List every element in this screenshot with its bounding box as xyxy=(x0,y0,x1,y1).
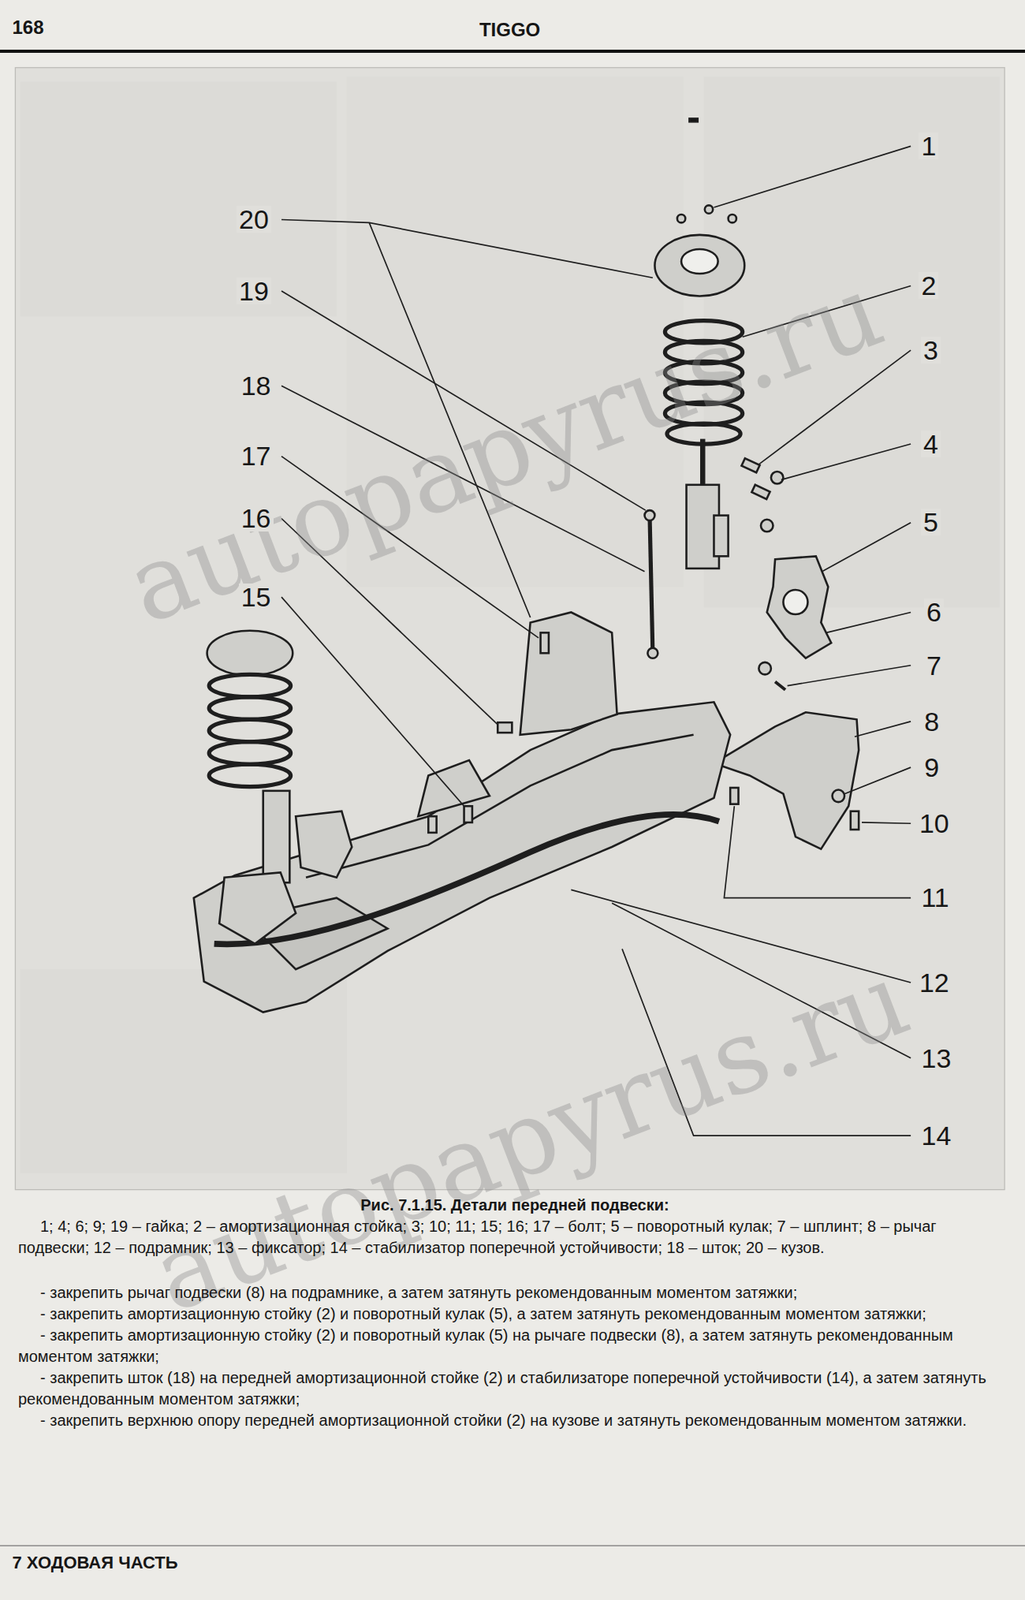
callout-number: 7 xyxy=(924,652,944,679)
top-mount xyxy=(654,234,745,297)
control-arm xyxy=(713,711,859,849)
strut-bracket xyxy=(713,515,728,557)
steering-knuckle xyxy=(767,555,832,658)
cotter-pin xyxy=(775,681,786,690)
callout-number: 5 xyxy=(920,508,941,536)
callout-number: 16 xyxy=(238,504,274,532)
header-rule xyxy=(0,49,1025,53)
callout-number: 17 xyxy=(238,442,274,470)
callout-number: 3 xyxy=(920,336,941,364)
nut xyxy=(832,790,846,803)
stabilizer-link xyxy=(649,515,653,654)
bolt xyxy=(751,484,770,500)
bolt xyxy=(497,722,512,733)
callout-number: 10 xyxy=(916,809,952,837)
link-joint xyxy=(647,648,658,659)
subframe xyxy=(193,701,731,1012)
left-spring xyxy=(208,674,291,787)
section-footer: 7 ХОДОВАЯ ЧАСТЬ xyxy=(12,1554,179,1572)
figure-caption: Рис. 7.1.15. Детали передней подвески: xyxy=(18,1194,1012,1216)
caption-legend: 1; 4; 6; 9; 19 – гайка; 2 – амортизацион… xyxy=(18,1215,1012,1259)
bolt xyxy=(428,816,437,833)
nut xyxy=(758,662,772,675)
top-mount-hole xyxy=(681,249,719,274)
strut-rod xyxy=(700,439,705,485)
bolt xyxy=(540,632,549,653)
subframe-tower xyxy=(520,611,618,735)
nut xyxy=(728,214,737,223)
callout-number: 9 xyxy=(921,753,942,781)
left-knuckle xyxy=(219,872,296,944)
knuckle-bore xyxy=(782,589,808,615)
mark xyxy=(689,118,697,122)
bolt xyxy=(464,805,473,823)
running-head: TIGGO xyxy=(479,20,541,40)
instruction-step: - закрепить амортизационную стойку (2) и… xyxy=(18,1324,1012,1368)
bracket xyxy=(417,760,490,817)
nut xyxy=(704,205,713,213)
faded-background xyxy=(20,82,337,317)
callout-number: 18 xyxy=(238,372,274,399)
instruction-step: - закрепить рычаг подвески (8) на подрам… xyxy=(18,1282,1012,1304)
bolt xyxy=(741,458,760,473)
left-strut-body xyxy=(263,790,291,883)
callout-number: 12 xyxy=(916,969,952,996)
link-joint xyxy=(644,510,656,521)
callout-number: 8 xyxy=(921,708,942,735)
nut xyxy=(677,214,686,223)
callout-number: 2 xyxy=(918,272,939,299)
callout-number: 11 xyxy=(918,883,951,911)
instruction-step: - закрепить шток (18) на передней аморти… xyxy=(18,1367,1012,1410)
callout-number: 6 xyxy=(924,598,944,626)
left-top-mount xyxy=(207,630,294,676)
callout-number: 4 xyxy=(920,430,941,458)
callout-number: 19 xyxy=(236,277,272,305)
instruction-step: - закрепить амортизационную стойку (2) и… xyxy=(18,1303,1012,1325)
callout-number: 13 xyxy=(918,1044,954,1072)
callout-number: 1 xyxy=(918,132,939,160)
instruction-step: - закрепить верхнюю опору передней аморт… xyxy=(18,1409,1012,1432)
nut xyxy=(760,519,774,533)
callout-number: 20 xyxy=(236,205,272,233)
callout-number: 15 xyxy=(238,583,274,611)
page-number: 168 xyxy=(12,18,45,38)
footer-rule xyxy=(0,1544,1025,1546)
subframe-edge xyxy=(305,734,694,878)
callout-number: 14 xyxy=(918,1121,954,1149)
text-block: Рис. 7.1.15. Детали передней подвески:1;… xyxy=(18,1194,1012,1432)
bolt xyxy=(730,787,738,805)
left-bracket xyxy=(295,811,352,878)
bolt xyxy=(850,811,859,830)
nut xyxy=(771,471,784,485)
